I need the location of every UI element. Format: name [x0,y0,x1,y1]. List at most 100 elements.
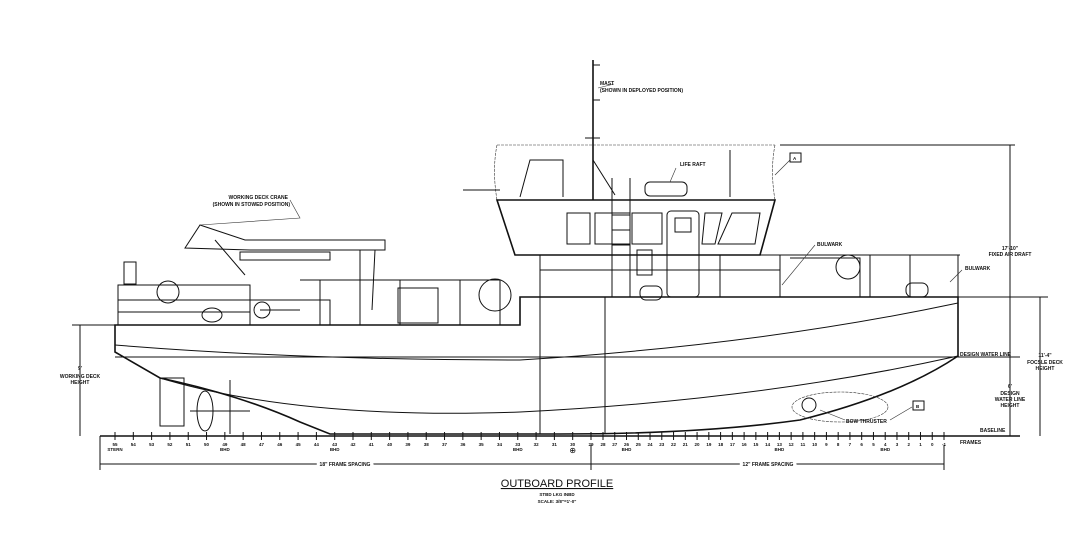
frame-number: 49 [222,442,228,447]
detail-b-tag [912,400,925,411]
bow-thruster-label: BOW THRUSTER [846,419,887,425]
baseline-label: BASELINE [980,428,1006,434]
dwl-value: 6' [1008,384,1012,390]
frame-number: -1 [942,442,946,447]
aft-deck-equipment [117,224,512,325]
mast-label: MAST [600,81,614,87]
bulkhead-label: BHD [622,447,632,452]
frames-label: FRAMES [960,440,982,446]
frame-number: 53 [149,442,155,447]
frame-number: 50 [204,442,210,447]
bulkhead-label: BHD [513,447,523,452]
frame-number: 26 [624,442,630,447]
frame-number: 55 [112,442,118,447]
frame-number: 9 [825,442,828,447]
bow-thruster-icon [801,397,817,413]
life-raft-label: LIFE RAFT [680,162,706,168]
frame-number: 47 [259,442,265,447]
life-raft [644,181,688,197]
frame-number: 16 [742,442,748,447]
frame-number: 54 [131,442,137,447]
frame-number: 52 [167,442,173,447]
frame-number: 1 [919,442,922,447]
deckhouse [463,144,960,301]
crane-label: WORKING DECK CRANE [229,195,289,201]
frame-number: 29 [588,442,594,447]
bulkhead-label: BHD [220,447,230,452]
frame-number: 3 [896,442,899,447]
frame-number: 34 [497,442,503,447]
drawing-title: OUTBOARD PROFILE [501,478,613,490]
frame-number: 15 [753,442,759,447]
frame-number: 39 [405,442,411,447]
drawing-scale: SCALE: 3/8"=1'-0" [538,499,577,504]
frame-number: 38 [424,442,430,447]
dwl-label: DESIGN [1000,391,1020,397]
frame-number: 27 [612,442,618,447]
frame-number: 44 [314,442,320,447]
bulkhead-label: BHD [775,447,785,452]
frame-number: 6 [860,442,863,447]
frame-number: 22 [671,442,677,447]
frame-number: 35 [479,442,485,447]
frame-number: 17 [730,442,736,447]
work-deck-value: 9' [78,366,82,372]
frame-number: 18 [718,442,724,447]
bulkhead-label: BHD [330,447,340,452]
bulwark-label: BULWARK [965,266,991,272]
frame-number: 41 [369,442,375,447]
frame-number: 36 [460,442,466,447]
air-draft-value: 17'-10" [1002,246,1019,252]
frame-number: 30 [570,442,576,447]
frame-number: 24 [648,442,654,447]
midship-icon: ⊕ [569,446,576,455]
drawing-subtitle: STBD LKG INBD [539,492,575,497]
bulkhead-label: BHD [880,447,890,452]
focsle-value: 11'-4" [1038,353,1052,359]
frame-number: 51 [186,442,192,447]
detail-b-text: B [916,404,920,409]
detail-a-tag [789,152,802,163]
frame-number: 40 [387,442,393,447]
fwd-frame-spacing: 12" FRAME SPACING [743,462,794,468]
aft-frame-spacing: 18" FRAME SPACING [320,462,371,468]
air-draft-label: FIXED AIR DRAFT [989,252,1032,258]
detail-a-text: A [793,156,797,161]
mast [585,60,616,200]
frame-number: 31 [552,442,558,447]
frame-number: 12 [789,442,795,447]
frame-number: 28 [600,442,606,447]
dwl-label: WATER LINE [995,397,1026,403]
bulwark-label: BULWARK [817,242,843,248]
dwl-label: HEIGHT [1001,403,1020,409]
frame-number: 42 [350,442,356,447]
work-deck-label: WORKING DECK [60,374,101,380]
frame-number: 2 [907,442,910,447]
door [666,210,700,298]
frame-number: 5 [872,442,875,447]
frame-number: 48 [241,442,247,447]
crane-note: (SHOWN IN STOWED POSITION) [213,202,291,208]
focsle-label: FOCSLE DECK [1027,360,1063,366]
work-deck-label: HEIGHT [71,380,90,386]
hull [114,296,959,435]
design-water-line-label: DESIGN WATER LINE [960,352,1012,358]
rudder [159,377,185,427]
frame-number: 4 [884,442,887,447]
frame-number: 13 [777,442,783,447]
frame-number: 7 [849,442,852,447]
frame-number: 43 [332,442,338,447]
frame-number: 20 [695,442,701,447]
frame-number: 23 [659,442,665,447]
exhaust-stack [123,261,137,285]
stern-label: STERN [107,447,122,452]
frame-number: 10 [812,442,818,447]
bow-thruster-cloud [791,391,889,423]
frame-number: 46 [277,442,283,447]
frame-number: 11 [801,442,806,447]
frame-number: 8 [837,442,840,447]
frame-number: 32 [534,442,540,447]
frame-number: 37 [442,442,448,447]
